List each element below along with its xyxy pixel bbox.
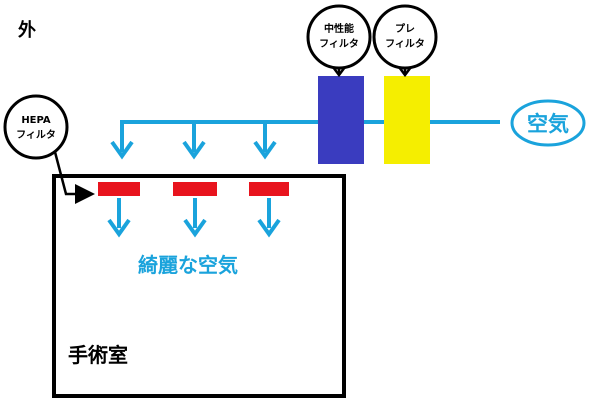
room-label: 手術室 xyxy=(68,343,128,367)
pre-callout-line-1: プレ xyxy=(395,22,415,35)
duct-arrow-head-2 xyxy=(182,140,206,160)
pre-callout-line-2: フィルタ xyxy=(385,38,425,50)
medium-callout-line-1: 中性能 xyxy=(324,22,354,35)
pre-callout-pointer-head xyxy=(398,66,412,78)
medium-callout-bubble xyxy=(306,4,372,70)
pre-callout-bubble xyxy=(372,4,438,70)
outside-label: 外 xyxy=(18,19,36,41)
pre-filter xyxy=(384,76,430,164)
hepa-callout-pointer xyxy=(53,151,95,204)
hepa-callout-line-1: HEPA xyxy=(21,115,51,126)
hepa-filter-1 xyxy=(98,182,140,196)
air-source-label: 空気 xyxy=(527,112,569,136)
duct-arrow-head-1 xyxy=(110,140,134,160)
medium-filter xyxy=(318,76,364,164)
duct-arrow-head-3 xyxy=(253,140,277,160)
clean-air-arrow-head-3 xyxy=(257,218,281,238)
clean-air-arrow-head-2 xyxy=(183,218,207,238)
hepa-filter-3 xyxy=(249,182,289,196)
hepa-callout-bubble xyxy=(3,94,69,160)
hepa-callout-line-2: フィルタ xyxy=(16,129,56,141)
air-source-oval xyxy=(510,99,586,147)
medium-callout-line-2: フィルタ xyxy=(319,38,359,50)
medium-callout-pointer-head xyxy=(332,66,346,78)
hepa-filter-2 xyxy=(173,182,217,196)
operating-room xyxy=(52,174,346,398)
clean-air-arrow-head-1 xyxy=(107,218,131,238)
clean-air-label: 綺麗な空気 xyxy=(138,253,238,277)
